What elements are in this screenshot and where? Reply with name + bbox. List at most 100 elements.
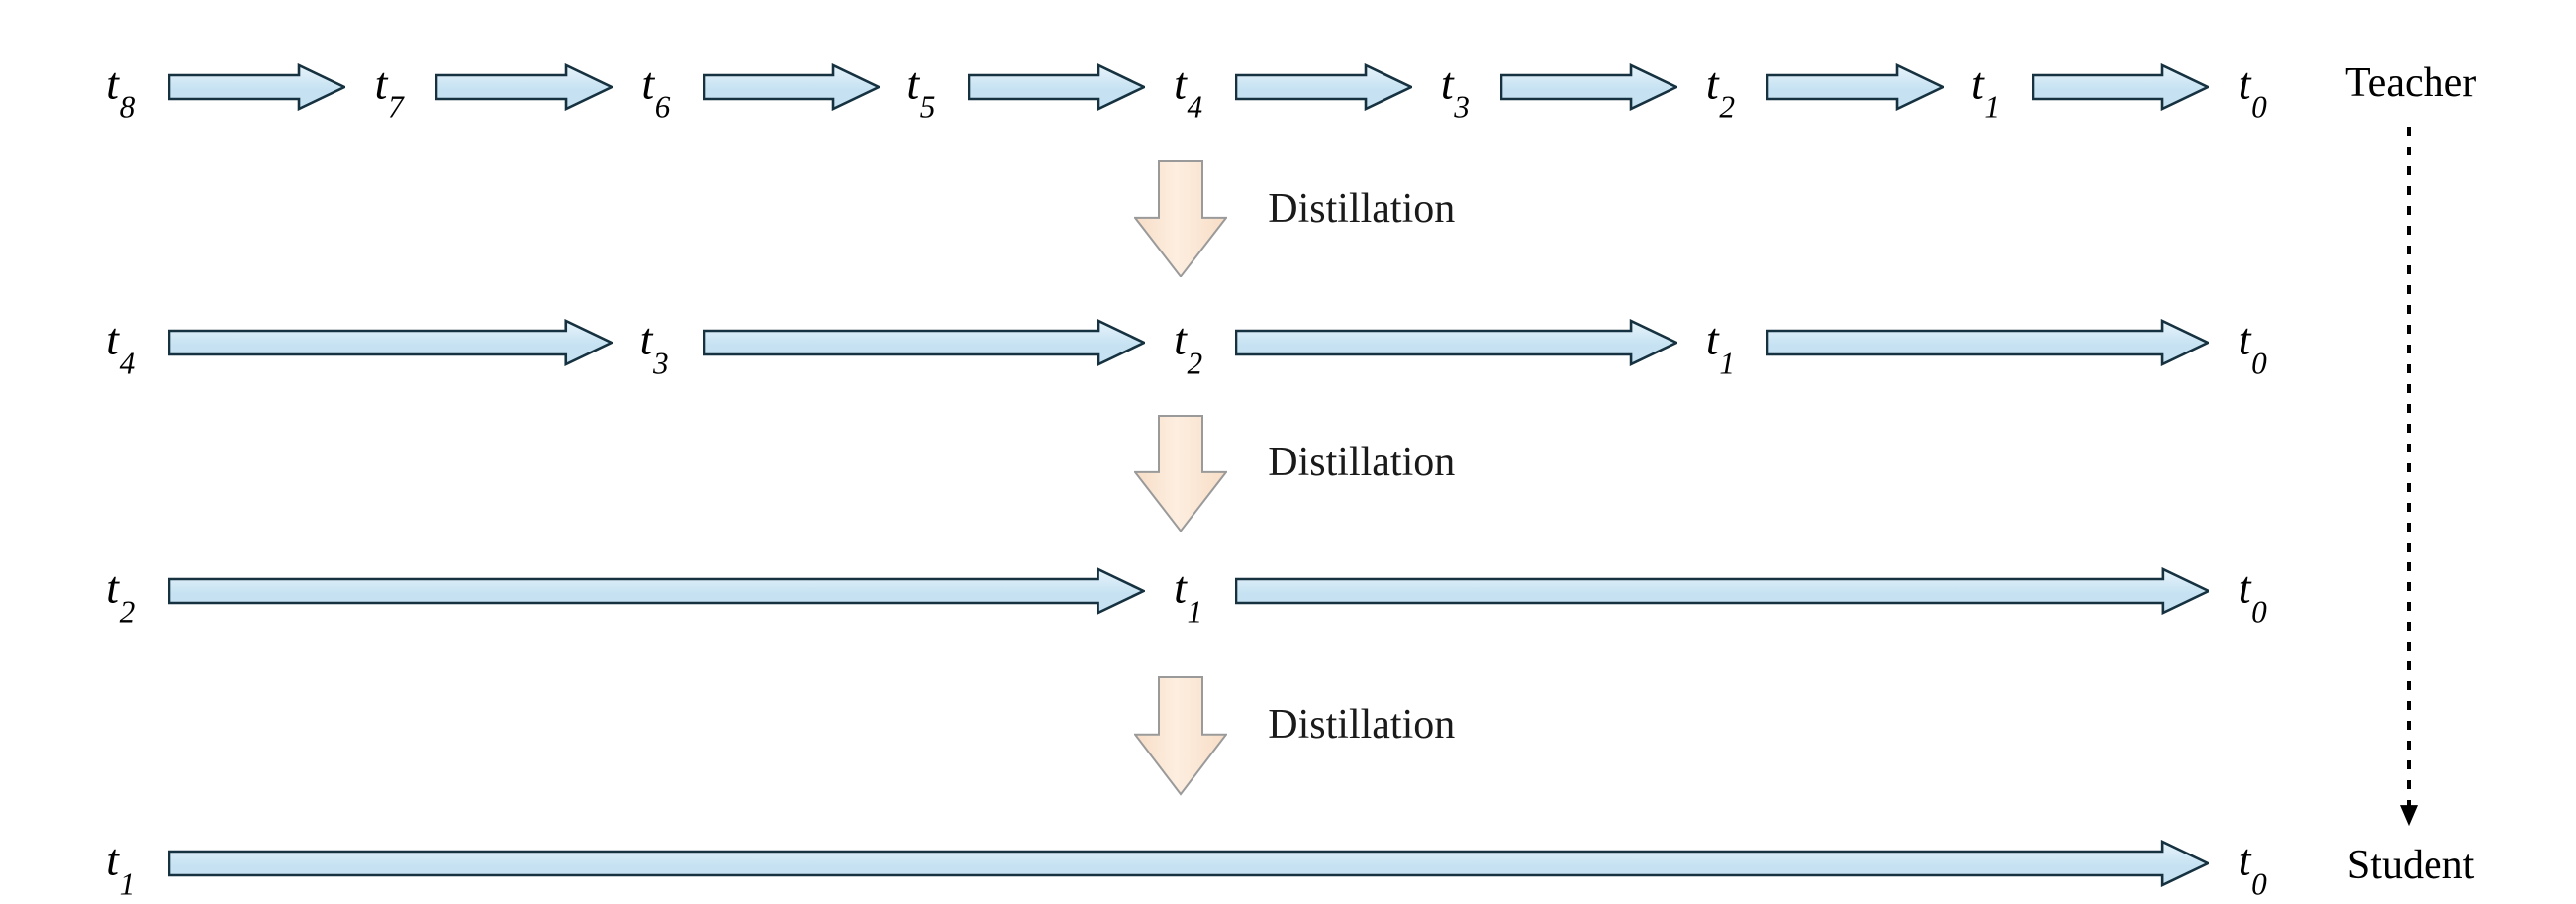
timestep-base: t (906, 57, 920, 109)
timestep-subscript: 0 (2251, 866, 2267, 902)
flow-arrow (1234, 318, 1677, 366)
timestep-base: t (1440, 57, 1454, 109)
timestep-subscript: 7 (387, 89, 404, 125)
flow-arrow (1766, 318, 2210, 366)
timestep-label: t0 (2238, 313, 2267, 378)
flow-arrow (435, 62, 614, 111)
timestep-base: t (1705, 57, 1719, 109)
timestep-label: t0 (2238, 561, 2267, 627)
timestep-base: t (2238, 57, 2251, 109)
timestep-subscript: 0 (2251, 89, 2267, 125)
timestep-subscript: 6 (654, 89, 671, 125)
timestep-subscript: 5 (919, 89, 936, 125)
timestep-subscript: 4 (1187, 89, 1203, 125)
timestep-base: t (106, 313, 119, 364)
flow-arrow-shape (1499, 62, 1677, 111)
timestep-base: t (1174, 57, 1187, 109)
distillation-arrow-shape (1133, 676, 1227, 796)
timestep-base: t (1174, 561, 1187, 613)
timestep-label: t6 (641, 57, 670, 123)
timestep-subscript: 1 (119, 866, 136, 902)
timestep-subscript: 2 (119, 594, 136, 630)
timestep-base: t (374, 57, 388, 109)
flow-arrow (967, 62, 1145, 111)
timestep-label: t7 (374, 57, 404, 123)
flow-arrow-shape (1234, 567, 2210, 616)
distillation-arrow-shape (1133, 160, 1227, 278)
timestep-subscript: 1 (1187, 594, 1203, 630)
distillation-label: Distillation (1268, 702, 1456, 749)
timestep-base: t (106, 561, 119, 613)
timestep-label: t1 (1705, 313, 1735, 378)
flow-arrow (1499, 62, 1677, 111)
flow-arrow-shape (1766, 318, 2210, 366)
teacher-student-axis (2393, 127, 2425, 827)
timestep-base: t (106, 834, 119, 885)
timestep-label: t3 (639, 313, 669, 378)
timestep-label: t2 (106, 561, 135, 627)
timestep-label: t5 (906, 57, 935, 123)
flow-arrow-shape (2032, 62, 2210, 111)
timestep-subscript: 1 (1719, 345, 1735, 380)
timestep-label: t0 (2238, 57, 2267, 123)
timestep-base: t (106, 57, 119, 109)
flow-arrow (1766, 62, 1945, 111)
flow-arrow (1234, 567, 2210, 616)
timestep-base: t (639, 313, 653, 364)
distillation-arrow-shape (1133, 414, 1227, 532)
timestep-subscript: 3 (1454, 89, 1470, 125)
timestep-label: t4 (1174, 57, 1202, 123)
timestep-base: t (1970, 57, 1984, 109)
timestep-label: t0 (2238, 834, 2267, 899)
flow-arrow-shape (1234, 62, 1412, 111)
axis-arrowhead-icon (2400, 805, 2419, 827)
flow-arrow (702, 62, 880, 111)
flow-arrow (168, 840, 2210, 888)
timestep-label: t1 (106, 834, 135, 899)
timestep-base: t (2238, 561, 2251, 613)
timestep-label: t3 (1440, 57, 1470, 123)
timestep-subscript: 0 (2251, 345, 2267, 380)
flow-arrow (702, 318, 1145, 366)
flow-arrow (2032, 62, 2210, 111)
timestep-label: t1 (1970, 57, 2000, 123)
distillation-label: Distillation (1268, 440, 1456, 486)
timestep-label: t1 (1174, 561, 1202, 627)
distillation-label: Distillation (1268, 185, 1456, 232)
flow-arrow-shape (1766, 62, 1945, 111)
flow-arrow (168, 62, 346, 111)
distillation-step-2 (1133, 414, 1227, 532)
timestep-subscript: 3 (653, 345, 669, 380)
flow-arrow-shape (702, 62, 880, 111)
flow-arrow-shape (168, 567, 1145, 616)
student-label: Student (2346, 843, 2475, 889)
flow-arrow-shape (435, 62, 614, 111)
flow-arrow-shape (1234, 318, 1677, 366)
timestep-subscript: 1 (1984, 89, 2001, 125)
timestep-label: t2 (1705, 57, 1735, 123)
flow-arrow (1234, 62, 1412, 111)
timestep-base: t (1174, 313, 1187, 364)
distillation-step-1 (1133, 160, 1227, 278)
teacher-label: Teacher (2344, 60, 2477, 107)
distillation-step-3 (1133, 676, 1227, 796)
timestep-subscript: 8 (119, 89, 136, 125)
timestep-label: t8 (106, 57, 135, 123)
timestep-base: t (641, 57, 655, 109)
timestep-subscript: 2 (1719, 89, 1735, 125)
timestep-subscript: 4 (119, 345, 136, 380)
flow-arrow-shape (702, 318, 1145, 366)
flow-arrow-shape (168, 840, 2210, 888)
flow-arrow-shape (967, 62, 1145, 111)
timestep-subscript: 0 (2251, 594, 2267, 630)
timestep-base: t (2238, 313, 2251, 364)
flow-arrow-shape (168, 318, 614, 366)
timestep-base: t (1705, 313, 1719, 364)
timestep-subscript: 2 (1187, 345, 1203, 380)
flow-arrow-shape (168, 62, 346, 111)
timestep-label: t2 (1174, 313, 1202, 378)
timestep-label: t4 (106, 313, 135, 378)
timestep-base: t (2238, 834, 2251, 885)
flow-arrow (168, 567, 1145, 616)
